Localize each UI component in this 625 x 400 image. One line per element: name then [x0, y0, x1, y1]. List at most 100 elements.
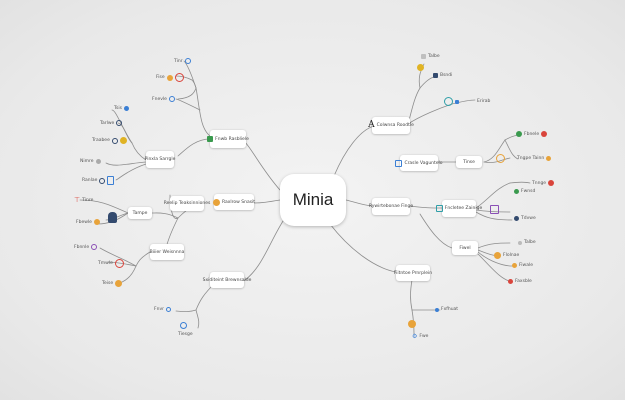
leaf-item[interactable]: Ranlae [82, 176, 115, 185]
branch-node[interactable]: A Colwnsa Roodtle [368, 117, 414, 134]
lock-icon [444, 97, 453, 106]
leaf-item[interactable] [408, 320, 416, 328]
branch-node[interactable]: Raxlrow Snasit [212, 194, 256, 210]
leaf-label: Fbnnle [74, 244, 90, 250]
leaf-item[interactable]: Fbnnle [74, 244, 98, 250]
connector [105, 161, 147, 166]
chat-icon [123, 106, 129, 111]
leaf-item[interactable]: Flolnae [494, 252, 519, 259]
leaf-item[interactable]: Fbewle [76, 219, 100, 225]
leaf-item[interactable]: Tdvwe [514, 216, 536, 221]
connector [183, 60, 197, 89]
leaf-item[interactable]: Tinr [174, 58, 191, 64]
gear-icon [514, 216, 519, 221]
smile-icon [115, 280, 123, 287]
app-icon [490, 205, 499, 214]
sun-icon [518, 240, 522, 245]
leaf-item[interactable]: ⊤ Tinre [74, 196, 93, 204]
screen-icon [395, 159, 403, 167]
sun-icon [435, 307, 439, 312]
leaf-item[interactable] [496, 154, 505, 163]
leaf-label: Fwnsd [521, 189, 536, 194]
code-icon: ⚙ [412, 333, 418, 340]
center-label: Minia [292, 190, 334, 209]
leaf-item[interactable]: Bsndi [433, 73, 452, 78]
leaf-item[interactable]: ⚙ Fwe [412, 333, 428, 340]
connector [345, 199, 373, 207]
pin-icon: ⊤ [74, 196, 81, 204]
leaf-item[interactable]: Tngpe Tainn [517, 156, 552, 161]
branch-label: Tinse [463, 159, 475, 165]
leaf-item[interactable] [108, 212, 117, 223]
leaf-item[interactable]: Erirab [444, 97, 490, 106]
leaf-item[interactable]: Faxsble [508, 279, 532, 284]
leaf-item[interactable]: Tarlwe [100, 120, 123, 126]
branch-node[interactable]: Fiwel [452, 241, 478, 255]
branch-node[interactable]: Biiier Weisnnna [150, 244, 184, 260]
leaf-item[interactable] [417, 64, 424, 71]
leaf-item[interactable]: Tiesge [178, 332, 193, 337]
leaf-item[interactable]: Tsis [114, 106, 129, 111]
center-node[interactable]: Minia [280, 174, 346, 226]
leaf-item[interactable]: Tnnge [532, 180, 555, 186]
leaf-item[interactable]: Fwnsd [514, 189, 535, 194]
connector [333, 125, 375, 177]
leaf-label: Fbewle [76, 219, 92, 225]
branch-node[interactable]: Fnwb Rasbliele [207, 130, 249, 148]
leaf-item[interactable]: Fnevle [152, 96, 175, 102]
leaf-item[interactable] [180, 322, 187, 329]
branch-node[interactable]: Fncletee Zainige [435, 200, 482, 217]
branch-node[interactable]: Pinxla Sarrgle [145, 151, 175, 168]
leaf-item[interactable]: Tmwle [98, 259, 124, 268]
branch-label: Fiwel [459, 245, 471, 251]
leaf-item[interactable]: Talbe [518, 240, 536, 245]
leaf-item[interactable]: Fiwale [512, 263, 533, 268]
flag-icon [111, 137, 118, 144]
leaf-item[interactable]: Fxfhuat [435, 307, 458, 312]
connector [477, 242, 511, 249]
connector [419, 76, 435, 89]
connector [410, 279, 413, 311]
branch-node[interactable]: Tampe [128, 207, 152, 219]
rocket-icon [512, 263, 517, 268]
letter-a-icon: A [368, 120, 375, 130]
leaf-item[interactable]: Fnvr [154, 307, 171, 312]
pin-icon [184, 58, 191, 64]
sun-icon [494, 252, 501, 259]
branch-label: Fiitntoe Prnrplein [393, 270, 433, 276]
branch-label: Rywirtebonae Finge [368, 204, 414, 209]
flag-icon [99, 177, 106, 184]
leaf-item[interactable]: Nimre [80, 159, 101, 164]
leaf-label: Tsis [114, 106, 122, 111]
branch-label: Reelip Teaksinniones [163, 201, 211, 206]
app-icon [435, 205, 443, 212]
connector [504, 139, 519, 160]
connector [483, 139, 506, 163]
leaf-item[interactable]: Fise [156, 73, 184, 82]
branch-node[interactable]: Fiitntoe Prnrplein [393, 265, 433, 281]
branch-label: Fnwb Rasbliele [215, 136, 249, 142]
branch-node[interactable]: Tinse [456, 156, 482, 168]
leaf-item[interactable]: Teise [102, 280, 123, 287]
branch-node[interactable]: Rywirtebonae Finge [368, 198, 414, 215]
leaf-item[interactable] [490, 205, 499, 214]
branch-node[interactable]: Sxiditeint Brewnsalde [203, 272, 251, 288]
connector [135, 251, 151, 267]
target-icon [508, 279, 513, 284]
leaf-label: Talbe [428, 54, 440, 59]
clock-icon [165, 307, 171, 312]
leaf-item[interactable]: Fbnele [516, 131, 548, 137]
branch-node[interactable]: Crasle Vaguntelo [395, 155, 443, 171]
connector [177, 138, 211, 157]
connector [79, 199, 129, 214]
leaf-label: Tnnge [532, 180, 547, 186]
leaf-item[interactable]: Talbe [421, 54, 440, 59]
branch-label: Raxlrow Snasit [221, 199, 256, 205]
connector [131, 142, 147, 161]
leaf-item[interactable]: Traabee [92, 137, 127, 144]
branch-node[interactable]: Reelip Teaksinniones [164, 196, 210, 211]
leaf-label: Fxfhuat [441, 307, 459, 312]
connector [175, 98, 201, 111]
box-icon [119, 137, 127, 144]
